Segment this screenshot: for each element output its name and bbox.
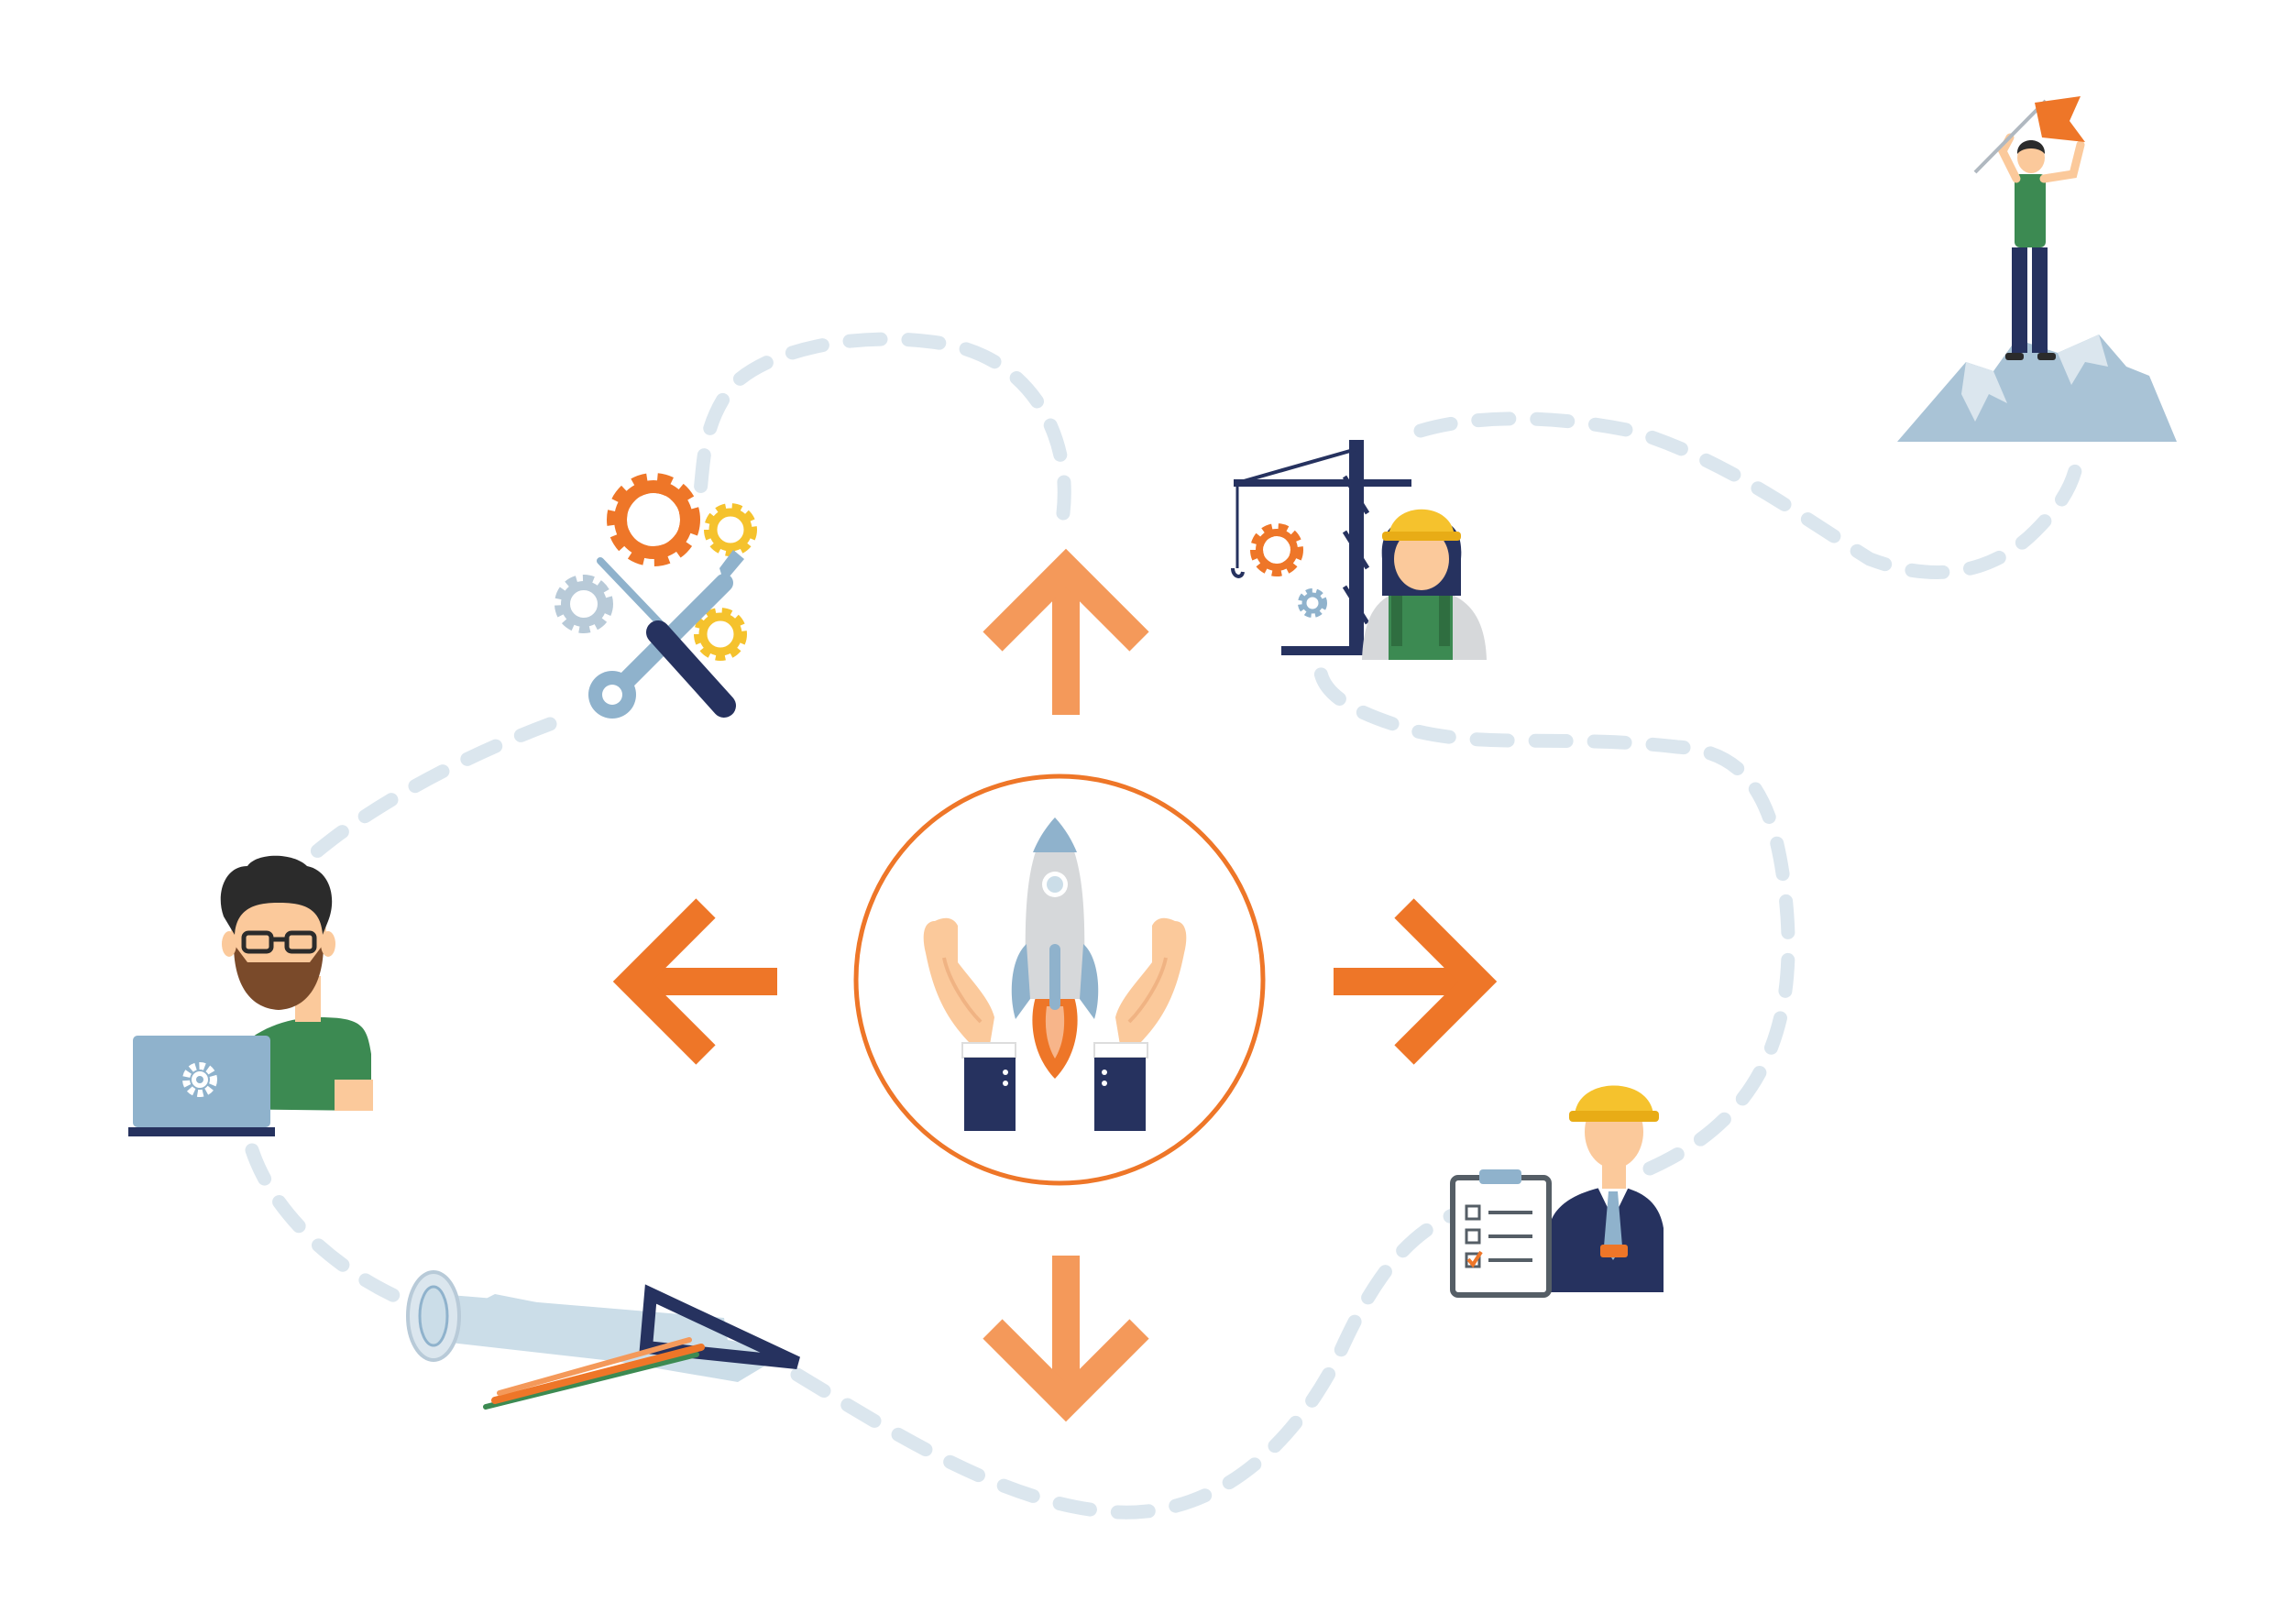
developer-with-laptop-icon [128, 855, 373, 1136]
rocket-in-hands-icon [923, 817, 1187, 1131]
screwdriver-icon [597, 557, 736, 718]
clipboard-icon [1450, 1169, 1552, 1298]
pencil-icon [483, 1337, 705, 1410]
triangle-ruler-icon [639, 1284, 800, 1369]
yellow-gear-icon [694, 608, 747, 661]
blue-gear-icon [555, 575, 613, 633]
blueprint-and-ruler-icon [406, 1270, 800, 1410]
orange-gear-icon [607, 473, 700, 566]
mountain-icon [1897, 335, 2177, 442]
crane-worker-icon [1231, 440, 1487, 660]
flag-icon [1973, 96, 2085, 174]
inspector-with-checklist-icon [1450, 1085, 1664, 1298]
summit-flag-icon [1897, 96, 2177, 442]
yellow-gear-icon [704, 503, 757, 556]
orange-gear-icon [1250, 523, 1303, 576]
person-celebrating-icon [1997, 133, 2085, 360]
arrow-left-icon [612, 898, 777, 1065]
arrow-down-icon [983, 1256, 1149, 1422]
blue-gear-icon [1298, 588, 1327, 618]
gear-icon [182, 1062, 217, 1097]
gears-and-tools-icon [555, 473, 757, 719]
arrow-up-icon [983, 548, 1149, 715]
arrow-right-icon [1334, 898, 1498, 1065]
